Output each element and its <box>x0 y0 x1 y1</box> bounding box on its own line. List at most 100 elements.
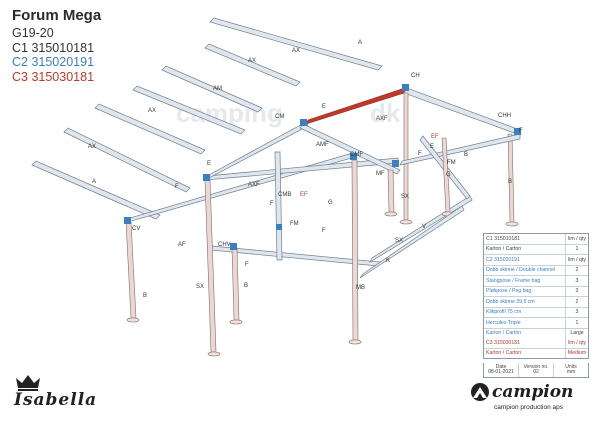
label-f-low: F <box>245 262 249 268</box>
part-name: Klikprofil 75 cm <box>486 309 522 316</box>
foot-5 <box>384 211 398 217</box>
pole-a-top <box>209 17 383 71</box>
label-cv: CV <box>132 226 140 232</box>
part-qty: 3 <box>565 286 588 296</box>
c1-title: C1 315010181 <box>486 235 521 242</box>
label-af: AF <box>178 242 186 248</box>
campion-logo: campion campion production aps <box>470 382 594 418</box>
pole-a-left <box>31 160 161 220</box>
pole-am <box>132 85 246 135</box>
c1-unit: lim / qty <box>565 234 588 244</box>
pole-ax-3 <box>94 103 206 155</box>
connector-mf <box>392 160 399 167</box>
date-cell: Date 08-01-2021 <box>484 363 518 377</box>
label-e-top: E <box>322 104 326 110</box>
label-f-left: F <box>175 184 179 190</box>
label-am: AM <box>213 86 222 92</box>
carton-c1-code: C1 315010181 <box>12 40 95 55</box>
rear-mid-leg <box>403 92 409 221</box>
table-row: Karton / Carton 1 <box>484 244 588 255</box>
part-qty: 2 <box>565 265 588 275</box>
part-name: Karton / Carton <box>486 330 522 337</box>
part-qty: 1 <box>565 244 588 254</box>
label-b-left: B <box>143 293 147 299</box>
foot-8 <box>399 219 413 225</box>
center-pole-cmb <box>274 151 283 261</box>
table-row: Karton / Carton Medium <box>484 348 588 358</box>
version-label: Version no. <box>523 363 549 370</box>
foot-2 <box>207 351 221 357</box>
label-sx-right: SX <box>401 194 409 200</box>
c1-header-row: C1 315010181 lim / qty <box>484 234 588 245</box>
front-top-bar <box>127 151 357 223</box>
isabella-wordmark: Isabella <box>14 390 98 410</box>
rear-right-leg <box>507 133 515 223</box>
c3-title: C3 315030181 <box>486 339 521 346</box>
product-title: Forum Mega <box>12 7 102 24</box>
label-f-right: F <box>519 128 523 134</box>
version-cell: Version no. 02 <box>518 363 553 377</box>
label-f-center: F <box>270 201 274 207</box>
date-label: Date <box>495 363 507 370</box>
pole-ax-1 <box>204 43 301 87</box>
pole-k <box>359 205 465 279</box>
part-qty: Medium <box>565 348 588 358</box>
label-axf-2: AXF <box>248 182 260 188</box>
label-ef-right: EF <box>431 134 439 140</box>
leg-chv <box>231 247 240 321</box>
right-eave <box>399 133 521 166</box>
campion-wordmark: campion <box>492 382 574 402</box>
table-row: Karton / Carton Large <box>484 328 588 338</box>
label-fm-right: FM <box>447 160 456 166</box>
part-name: Karton / Carton <box>486 246 522 253</box>
part-name: Stangpose / Frame bag <box>486 277 541 284</box>
label-sx-left: SX <box>196 284 204 290</box>
table-row: Hercules Triple 1 <box>484 318 588 329</box>
carton-c3-code: C3 315030181 <box>12 69 95 84</box>
label-cmb: CMB <box>278 192 291 198</box>
units-label: Units <box>565 363 577 370</box>
legs <box>125 137 451 353</box>
label-b-mid: B <box>244 283 248 289</box>
label-k: K <box>386 258 390 264</box>
tent-mountain-icon <box>471 383 489 401</box>
pole-ax-4 <box>63 127 191 193</box>
diagram-header: Forum Mega G19-20 C1 315010181 C2 315020… <box>12 8 101 85</box>
foot-1 <box>126 317 140 323</box>
connector-fm <box>276 224 282 230</box>
right-lower-bar <box>369 195 473 263</box>
foot-7 <box>505 221 519 227</box>
part-name: Hercules Triple <box>486 319 521 326</box>
label-v: V <box>422 224 426 230</box>
label-a-left: A <box>92 179 96 185</box>
revision-footer: Date 08-01-2021 Version no. 02 Units mm <box>483 363 589 378</box>
pole-ax-2 <box>161 65 263 113</box>
label-amf: AMF <box>316 142 329 148</box>
date-value: 08-01-2021 <box>488 369 514 375</box>
label-f-center2: F <box>322 228 326 234</box>
table-row: Klikprofil 75 cm 3 <box>484 307 588 318</box>
campion-tagline: campion production aps <box>494 404 564 411</box>
connector-cmf <box>350 153 357 160</box>
part-qty: 3 <box>565 276 588 286</box>
label-g-right: G <box>446 172 451 178</box>
table-row: Dobb skinne 39,5 cm 2 <box>484 297 588 308</box>
c3-header-row: C3 315030181 lim / qty <box>484 338 588 349</box>
part-labels: A AX AX AM AX AX A CH CHH F AXF E CM AMF… <box>88 40 523 299</box>
loose-roof-poles <box>31 17 383 220</box>
label-b-far: B <box>508 179 512 185</box>
label-cmf: CMF <box>350 152 363 158</box>
rear-frame <box>305 87 521 223</box>
label-ax-3: AX <box>148 108 156 114</box>
label-mb: MB <box>356 285 365 291</box>
crown-icon <box>16 375 40 391</box>
connector-ch <box>402 84 409 91</box>
table-row: Pløkpose / Peg bag 3 <box>484 286 588 297</box>
label-ax-1: AX <box>292 48 300 54</box>
table-row: Dobb skinne / Double channel 2 <box>484 265 588 276</box>
connector-cv <box>124 217 131 224</box>
units-cell: Units mm <box>553 363 588 377</box>
connector-cm <box>300 119 307 126</box>
parts-table: C1 315010181 lim / qty Karton / Carton 1… <box>483 233 589 359</box>
